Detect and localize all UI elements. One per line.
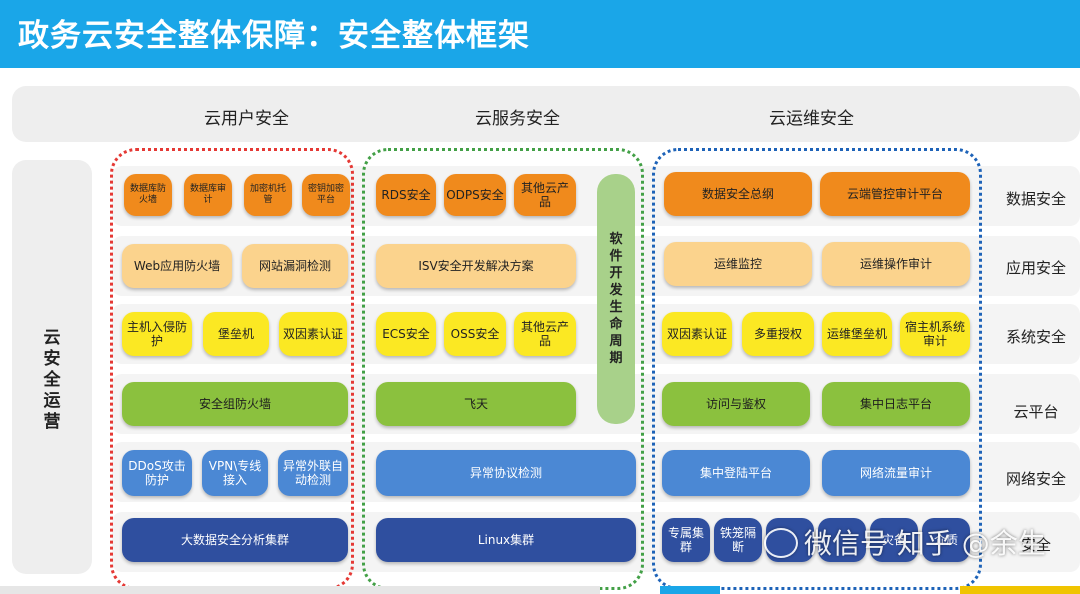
oss-security-box: OSS安全 bbox=[444, 312, 506, 356]
web-vuln-scan-box: 网站漏洞检测 bbox=[242, 244, 348, 288]
host-ids-box: 主机入侵防护 bbox=[122, 312, 192, 356]
dedicated-cluster-box: 专属集群 bbox=[662, 518, 710, 562]
other-products-box: 其他云产品 bbox=[514, 174, 576, 216]
bottom-strip-accent bbox=[660, 586, 720, 594]
watermark: 微信号 知乎 @余生 bbox=[804, 527, 1046, 560]
bastion-host-box: 堡垒机 bbox=[203, 312, 269, 356]
ecs-security-box: ECS安全 bbox=[376, 312, 436, 356]
waf-box: Web应用防火墙 bbox=[122, 244, 232, 288]
row-label-physical-security: 安全 bbox=[1020, 536, 1051, 554]
protocol-detection-box: 异常协议检测 bbox=[376, 450, 636, 496]
column-header-ops: 云运维安全 bbox=[769, 109, 854, 129]
column-header-service: 云服务安全 bbox=[475, 109, 560, 129]
other-products-box-2: 其他云产品 bbox=[514, 312, 576, 356]
security-group-firewall-box: 安全组防火墙 bbox=[122, 382, 348, 426]
row-label-network-security: 网络安全 bbox=[1005, 470, 1066, 488]
bottom-strip bbox=[0, 586, 600, 594]
sdl-lifecycle-bar: 软件开发生命周期 bbox=[597, 174, 635, 424]
big-data-cluster-box: 大数据安全分析集群 bbox=[122, 518, 348, 562]
login-platform-box: 集中登陆平台 bbox=[662, 450, 810, 496]
multi-authorization-box: 多重授权 bbox=[742, 312, 814, 356]
data-security-policy-box: 数据安全总纲 bbox=[664, 172, 812, 216]
traffic-audit-box: 网络流量审计 bbox=[822, 450, 970, 496]
access-auth-box: 访问与鉴权 bbox=[662, 382, 810, 426]
physical-box-4 bbox=[818, 518, 866, 562]
row-label-system-security: 系统安全 bbox=[1005, 328, 1066, 346]
bottom-strip-accent-2 bbox=[960, 586, 1080, 594]
db-audit-box: 数据库审计 bbox=[184, 174, 232, 216]
ops-two-factor-box: 双因素认证 bbox=[662, 312, 732, 356]
crypto-hosting-box: 加密机托管 bbox=[244, 174, 292, 216]
isv-solution-box: ISV安全开发解决方案 bbox=[376, 244, 576, 288]
column-header-user: 云用户安全 bbox=[204, 109, 289, 129]
column-header-bar: 云用户安全 云服务安全 云运维安全 bbox=[12, 86, 1080, 142]
ops-bastion-box: 运维堡垒机 bbox=[822, 312, 892, 356]
rds-security-box: RDS安全 bbox=[376, 174, 436, 216]
key-encryption-box: 密钥加密平台 bbox=[302, 174, 350, 216]
wechat-icon bbox=[764, 528, 798, 558]
linux-cluster-box: Linux集群 bbox=[376, 518, 636, 562]
header-bar: 政务云安全整体保障：安全整体框架 bbox=[0, 0, 1080, 68]
sdl-lifecycle-label: 软件开发生命周期 bbox=[609, 232, 623, 366]
ops-operation-audit-box: 运维操作审计 bbox=[822, 242, 970, 286]
sidebar-label: 云安全运营 bbox=[43, 328, 61, 432]
outbound-detection-box: 异常外联自动检测 bbox=[278, 450, 348, 496]
vpn-access-box: VPN\专线接入 bbox=[202, 450, 268, 496]
two-factor-box: 双因素认证 bbox=[279, 312, 347, 356]
row-label-data-security: 数据安全 bbox=[1005, 190, 1066, 208]
host-system-audit-box: 宿主机系统审计 bbox=[900, 312, 970, 356]
ops-security-group bbox=[652, 148, 982, 590]
cage-isolation-box: 铁笼隔断 bbox=[714, 518, 762, 562]
feitian-box: 飞天 bbox=[376, 382, 576, 426]
odps-security-box: ODPS安全 bbox=[444, 174, 506, 216]
sidebar: 云安全运营 bbox=[12, 160, 92, 574]
db-firewall-box: 数据库防火墙 bbox=[124, 174, 172, 216]
cloud-audit-platform-box: 云端管控审计平台 bbox=[820, 172, 970, 216]
ddos-protection-box: DDoS攻击防护 bbox=[122, 450, 192, 496]
media-box: 介质 bbox=[922, 518, 970, 562]
page-title: 政务云安全整体保障：安全整体框架 bbox=[18, 18, 530, 54]
ops-monitoring-box: 运维监控 bbox=[664, 242, 812, 286]
row-label-app-security: 应用安全 bbox=[1005, 259, 1066, 277]
disaster-recovery-box: 灾备 bbox=[870, 518, 918, 562]
log-platform-box: 集中日志平台 bbox=[822, 382, 970, 426]
row-label-cloud-platform: 云平台 bbox=[1013, 403, 1059, 421]
